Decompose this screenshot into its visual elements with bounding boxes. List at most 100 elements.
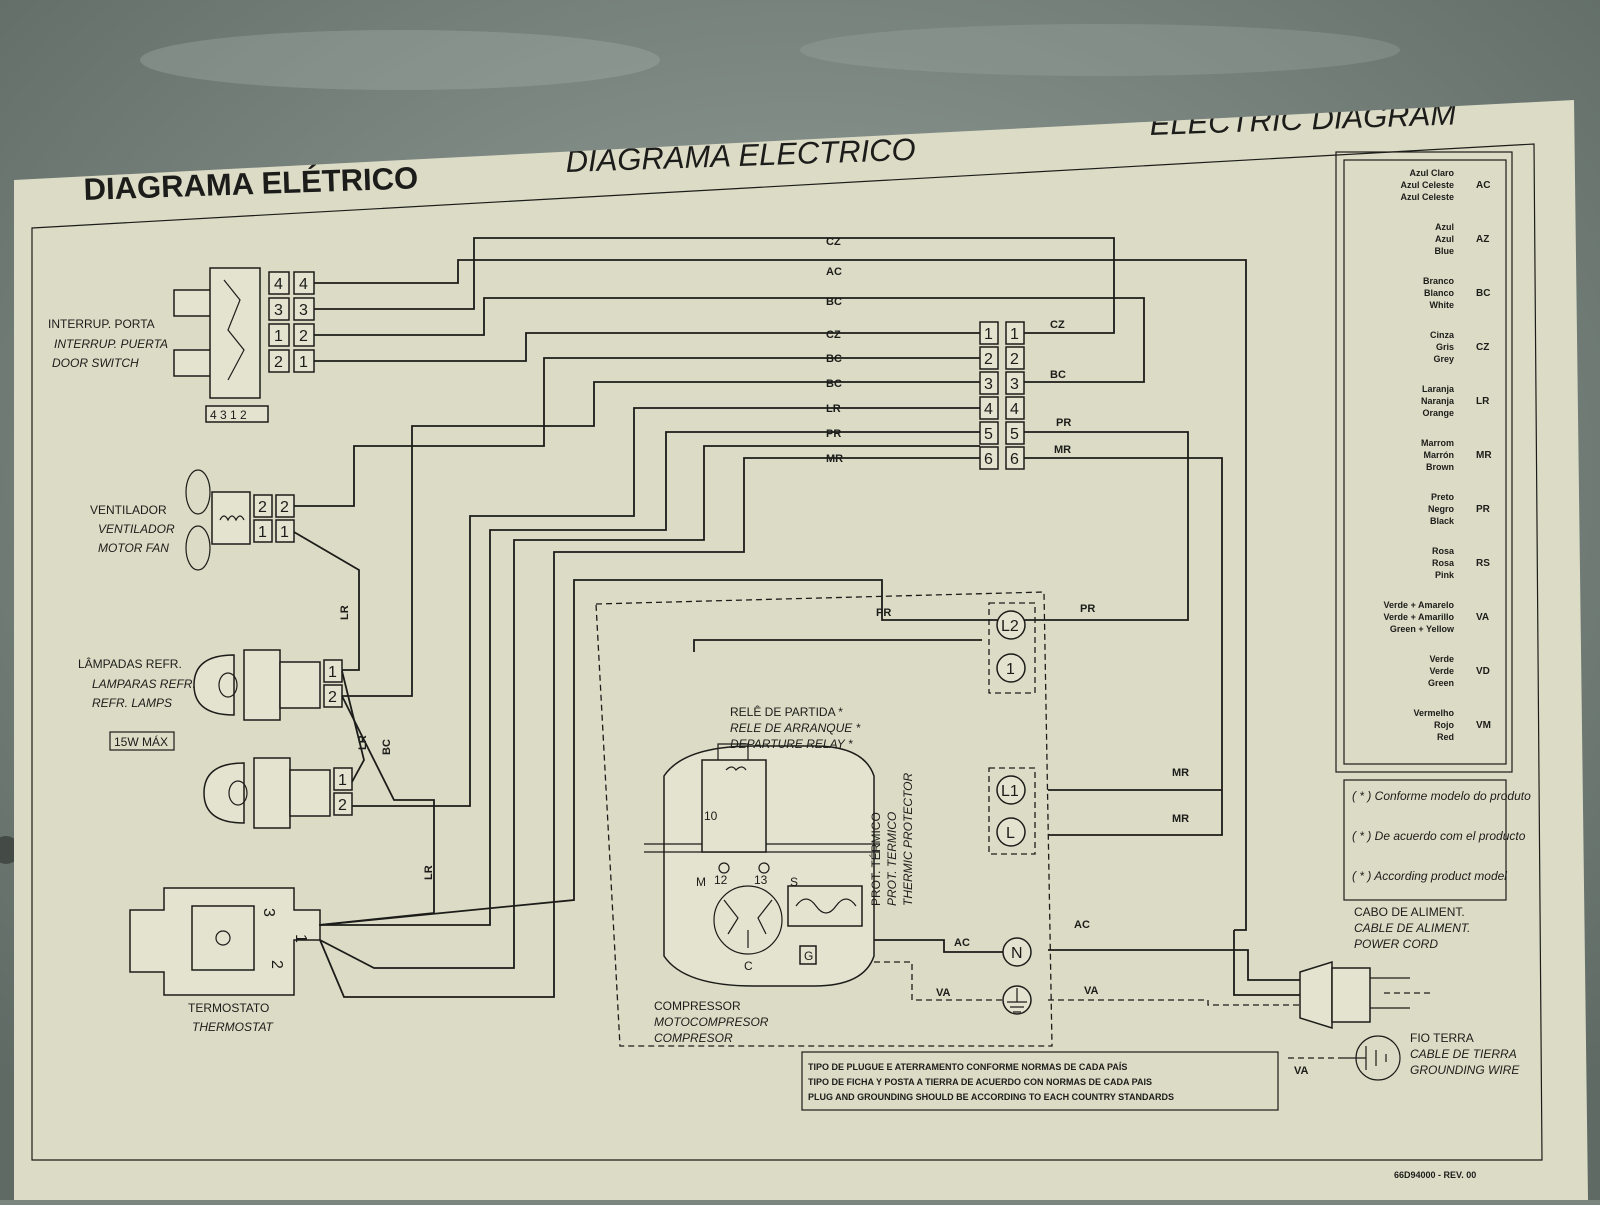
legend-color-code: VD (1476, 666, 1490, 677)
model-note-es: ( * ) De acuerdo com el producto (1352, 829, 1526, 843)
ground-terminal-g: G (804, 949, 813, 963)
plug-note-box (801, 1051, 1279, 1111)
model-note-box (1343, 779, 1507, 901)
svg-text:4 3 1 2: 4 3 1 2 (210, 408, 247, 422)
door-switch: 4 3 1 2 4 3 2 1 4 3 1 2 (173, 267, 315, 423)
compressor-label-es: MOTOCOMPRESOR (654, 1015, 769, 1029)
svg-text:MR: MR (826, 453, 843, 465)
legend-color-name: Green + Yellow (1390, 624, 1455, 634)
legend-color-name: Branco (1423, 276, 1455, 286)
ground-wire-label-es: CABLE DE TIERRA (1410, 1047, 1517, 1061)
relay-pin-13: 13 (754, 873, 768, 887)
svg-text:BC: BC (1050, 369, 1066, 381)
svg-text:LR: LR (826, 403, 841, 415)
legend-color-name: Red (1437, 732, 1454, 742)
legend-color-name: Preto (1431, 492, 1455, 502)
node-l: L (1006, 825, 1015, 842)
svg-text:AC: AC (1074, 919, 1090, 931)
legend-color-name: Azul Celeste (1400, 180, 1454, 190)
model-note-pt: ( * ) Conforme modelo do produto (1352, 789, 1531, 803)
power-cord-label-pt: CABO DE ALIMENT. (1354, 905, 1465, 919)
svg-text:LR: LR (423, 865, 435, 880)
svg-text:4: 4 (274, 276, 283, 293)
svg-text:2: 2 (274, 354, 283, 371)
protector-label-es: PROT. TERMICO (885, 812, 899, 906)
legend-color-name: Verde (1429, 666, 1454, 676)
legend-color-code: CZ (1476, 342, 1489, 353)
diagram-sheet: DIAGRAMA ELÉTRICO DIAGRAMA ELECTRICO ELE… (14, 100, 1588, 1200)
thermostat-label-pt: TERMOSTATO (188, 1001, 269, 1015)
legend-color-name: Azul Celeste (1400, 192, 1454, 202)
protector-label-pt: PROT. TÉRMICO (868, 812, 883, 906)
legend-color-name: Gris (1436, 342, 1454, 352)
svg-text:CZ: CZ (1050, 319, 1065, 331)
svg-text:1: 1 (299, 354, 308, 371)
door-switch-label-es: INTERRUP. PUERTA (54, 337, 168, 351)
legend-color-name: White (1430, 300, 1455, 310)
node-n: N (1011, 945, 1023, 962)
legend-color-name: Cinza (1430, 330, 1455, 340)
svg-text:5: 5 (984, 426, 993, 443)
svg-text:AC: AC (954, 937, 970, 949)
thermostat-label-en: THERMOSTAT (192, 1020, 275, 1034)
legend-color-name: Marrom (1421, 438, 1454, 448)
lamps-label-en: REFR. LAMPS (92, 696, 172, 710)
fan-label-en: MOTOR FAN (98, 541, 169, 555)
svg-text:2: 2 (268, 960, 285, 969)
thermostat: 3 1 2 (129, 887, 321, 996)
svg-text:1: 1 (258, 524, 267, 541)
legend-color-name: Marrón (1423, 450, 1454, 460)
svg-text:MR: MR (1054, 444, 1071, 456)
protector-label-en: THERMIC PROTECTOR (901, 773, 915, 906)
legend-color-code: VA (1476, 612, 1489, 623)
svg-text:4: 4 (984, 401, 993, 418)
svg-text:2: 2 (984, 351, 993, 368)
connection-nodes (988, 602, 1036, 1015)
relay-pin-12: 12 (714, 873, 728, 887)
svg-text:VA: VA (1294, 1065, 1309, 1077)
svg-text:1: 1 (984, 326, 993, 343)
legend-color-name: Verde (1429, 654, 1454, 664)
svg-text:AC: AC (826, 266, 842, 278)
svg-text:1: 1 (1010, 326, 1019, 343)
legend-color-name: Grey (1433, 354, 1454, 364)
lamp-2: 1 2 (203, 757, 353, 829)
legend-color-name: Verde + Amarelo (1384, 600, 1455, 610)
legend-color-name: Brown (1426, 462, 1454, 472)
svg-text:2: 2 (280, 499, 289, 516)
legend-color-name: Black (1430, 516, 1455, 526)
wire-labels: CZ AC BC CZ BC BC LR PR MR CZ BC PR MR P… (339, 236, 1309, 1077)
legend-color-code: AZ (1476, 234, 1489, 245)
svg-text:BC: BC (381, 739, 393, 755)
node-l1: L1 (1001, 783, 1019, 800)
ground-symbol (1288, 1035, 1401, 1081)
ground-wire-label-en: GROUNDING WIRE (1410, 1063, 1520, 1077)
svg-text:2: 2 (328, 689, 337, 706)
legend-color-name: Rojo (1434, 720, 1454, 730)
lamps-label-pt: LÂMPADAS REFR. (78, 656, 182, 671)
compressor-label-pt: COMPRESSOR (654, 999, 741, 1013)
legend-color-name: Laranja (1422, 384, 1455, 394)
svg-text:LR: LR (357, 735, 369, 750)
legend-color-name: Azul (1435, 222, 1454, 232)
legend-color-name: Vermelho (1413, 708, 1454, 718)
fan-label-es: VENTILADOR (98, 522, 175, 536)
svg-text:BC: BC (826, 296, 842, 308)
svg-text:BC: BC (826, 378, 842, 390)
legend-color-name: Verde + Amarillo (1384, 612, 1455, 622)
legend-color-name: Orange (1422, 408, 1454, 418)
svg-text:1: 1 (280, 524, 289, 541)
svg-text:3: 3 (1010, 376, 1019, 393)
svg-text:3: 3 (984, 376, 993, 393)
legend-color-code: MR (1476, 450, 1492, 461)
power-cord-label-es: CABLE DE ALIMENT. (1354, 921, 1470, 935)
svg-text:4: 4 (1010, 401, 1019, 418)
svg-text:6: 6 (1010, 451, 1019, 468)
compressor (644, 743, 880, 987)
svg-text:1: 1 (338, 772, 347, 789)
lamp-1: 1 2 (193, 649, 343, 721)
model-note-en: ( * ) According product model (1352, 869, 1507, 883)
terminal-block: 1 2 3 4 5 6 1 2 3 4 5 6 (979, 321, 1025, 470)
svg-text:3: 3 (274, 302, 283, 319)
